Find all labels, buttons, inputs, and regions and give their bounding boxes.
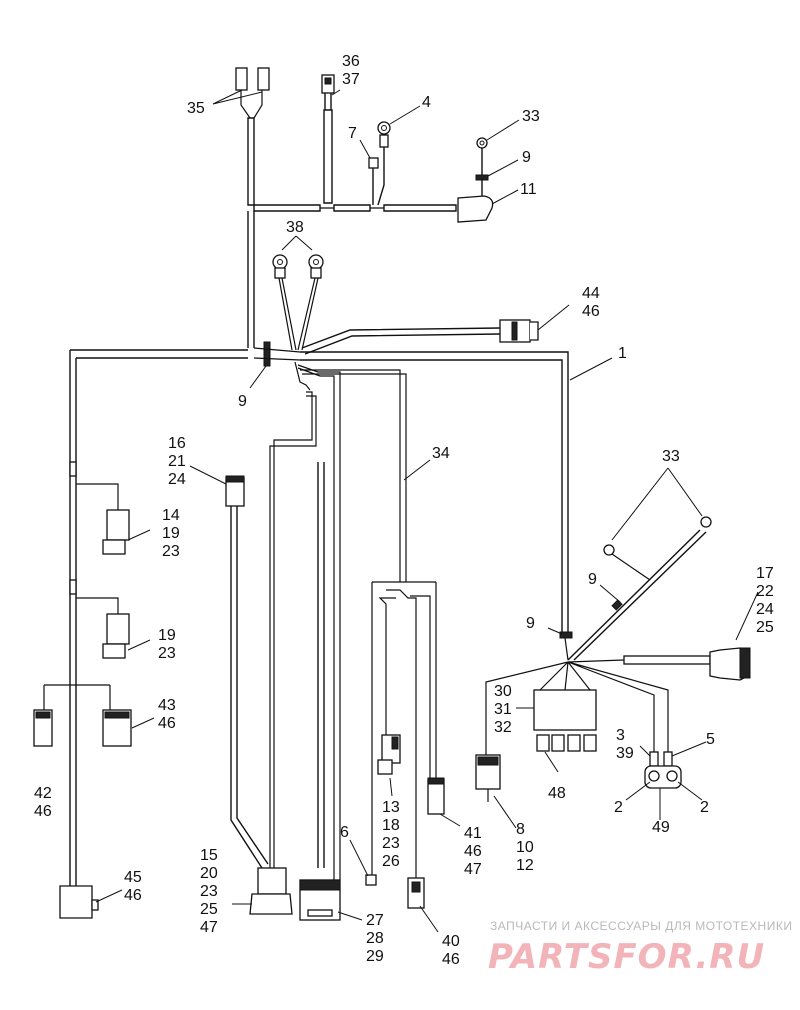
callout-c7: 7 — [348, 125, 357, 142]
connector-35-right — [257, 67, 270, 91]
callout-c5: 5 — [706, 731, 715, 748]
right-subharness — [475, 516, 751, 802]
grommet-9-right — [559, 631, 573, 639]
branch-34 — [365, 581, 445, 909]
callout-c49: 49 — [652, 819, 670, 836]
grommet-9-junction — [263, 341, 271, 367]
connector-35-left — [235, 67, 248, 91]
ring-terminals-38 — [272, 254, 324, 351]
sensor-14 — [106, 509, 130, 541]
connector-41 — [427, 779, 445, 815]
callout-c9d: 9 — [526, 615, 535, 632]
callout-c2b: 2 — [700, 799, 709, 816]
callout-c38: 38 — [286, 219, 304, 236]
connector-7 — [368, 157, 379, 169]
sensor-19 — [106, 613, 130, 645]
watermark-logo: PARTSFOR.RU — [488, 937, 765, 977]
leader-lines — [95, 89, 759, 933]
callout-c48: 48 — [548, 785, 566, 802]
callout-c11: 11 — [520, 181, 537, 198]
branch-16-15 — [225, 475, 293, 915]
watermark-caption: ЗАПЧАСТИ И АКСЕССУАРЫ ДЛЯ МОТОТЕХНИКИ — [490, 919, 792, 933]
connector-15 — [257, 867, 287, 895]
callout-c9c: 9 — [588, 571, 597, 588]
callout-c33a: 33 — [522, 108, 540, 125]
connector-42 — [33, 709, 53, 747]
callout-c35: 35 — [187, 100, 205, 117]
callout-c6: 6 — [340, 824, 349, 841]
connector-6 — [365, 874, 377, 886]
callout-c2a: 2 — [614, 799, 623, 816]
callout-c4: 4 — [422, 94, 431, 111]
callout-c34: 34 — [432, 445, 450, 462]
boot-11 — [457, 195, 494, 223]
callout-c33b: 33 — [662, 448, 680, 465]
top-harness-branches — [235, 67, 494, 348]
grommet-9-top — [475, 174, 489, 181]
watermark: ЗАПЧАСТИ И АКСЕССУАРЫ ДЛЯ МОТОТЕХНИКИ PA… — [488, 919, 792, 977]
left-branch — [33, 350, 132, 919]
terminal-5 — [663, 751, 673, 767]
callout-c9b: 9 — [238, 393, 247, 410]
connector-45 — [59, 885, 93, 919]
callout-c1: 1 — [618, 345, 627, 362]
fuse-block-30 — [533, 689, 597, 731]
terminal-3 — [649, 751, 659, 767]
connector-27-group — [299, 879, 341, 921]
main-trunk — [70, 319, 569, 880]
callout-c9a: 9 — [522, 149, 531, 166]
